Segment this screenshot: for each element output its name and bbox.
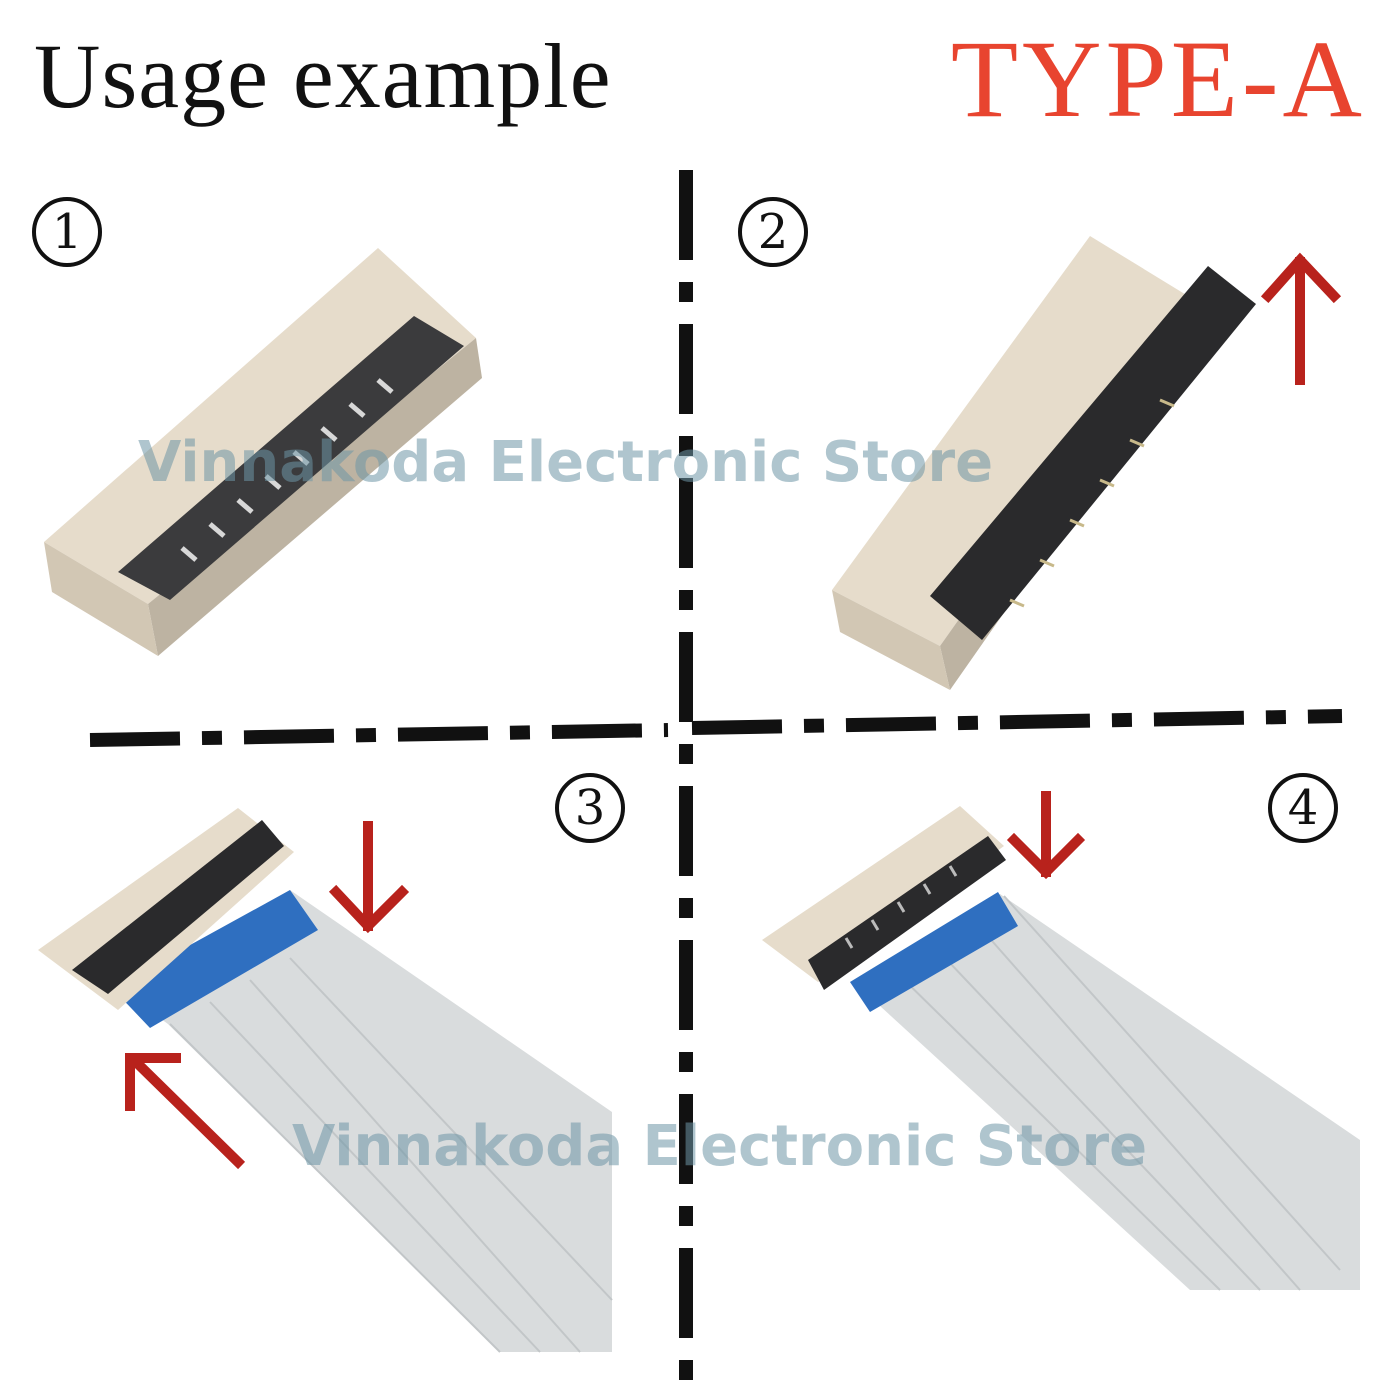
cable-3-illustration (38, 808, 613, 1353)
step-4-badge: 4 (1268, 773, 1338, 843)
connector-4-pins (844, 865, 958, 949)
connector-2-body-top (832, 236, 1188, 646)
arrow-down-icon (328, 821, 410, 934)
cable-4-blue-stiffener (850, 892, 1018, 1012)
horizontal-divider-left (89, 723, 669, 747)
step-1-badge: 1 (32, 197, 102, 267)
arrow-down-icon-2 (1006, 791, 1086, 880)
type-label: TYPE-A (950, 18, 1366, 140)
divider-lines (89, 170, 1343, 1400)
connector-2-actuator (930, 266, 1256, 640)
cable-3-conductors (169, 957, 613, 1353)
connector-1-body-front (44, 542, 158, 656)
connector-2-body-front (832, 590, 950, 690)
connector-2-pins (1009, 398, 1175, 608)
connector-1-body-top (44, 248, 476, 604)
connector-1-pins (180, 378, 394, 562)
connector-1-body-side (148, 338, 482, 656)
step-3-badge: 3 (555, 773, 625, 843)
connector-3-actuator (72, 820, 284, 994)
connector-4-body (762, 806, 1004, 982)
cable-3-ribbon (118, 890, 612, 1352)
cable-4-ribbon (856, 894, 1360, 1290)
page-title: Usage example (34, 25, 612, 127)
step-2-badge: 2 (738, 197, 808, 267)
arrow-insert-icon (125, 1053, 246, 1170)
connector-1-illustration (44, 248, 482, 656)
cable-4-conductors (889, 895, 1341, 1291)
horizontal-divider-right (691, 709, 1343, 735)
arrow-up-icon (1260, 252, 1342, 385)
connector-2-illustration (832, 236, 1256, 690)
cable-3-blue-stiffener (112, 890, 318, 1028)
cable-4-illustration (762, 806, 1360, 1291)
connector-1-slot (118, 316, 464, 600)
